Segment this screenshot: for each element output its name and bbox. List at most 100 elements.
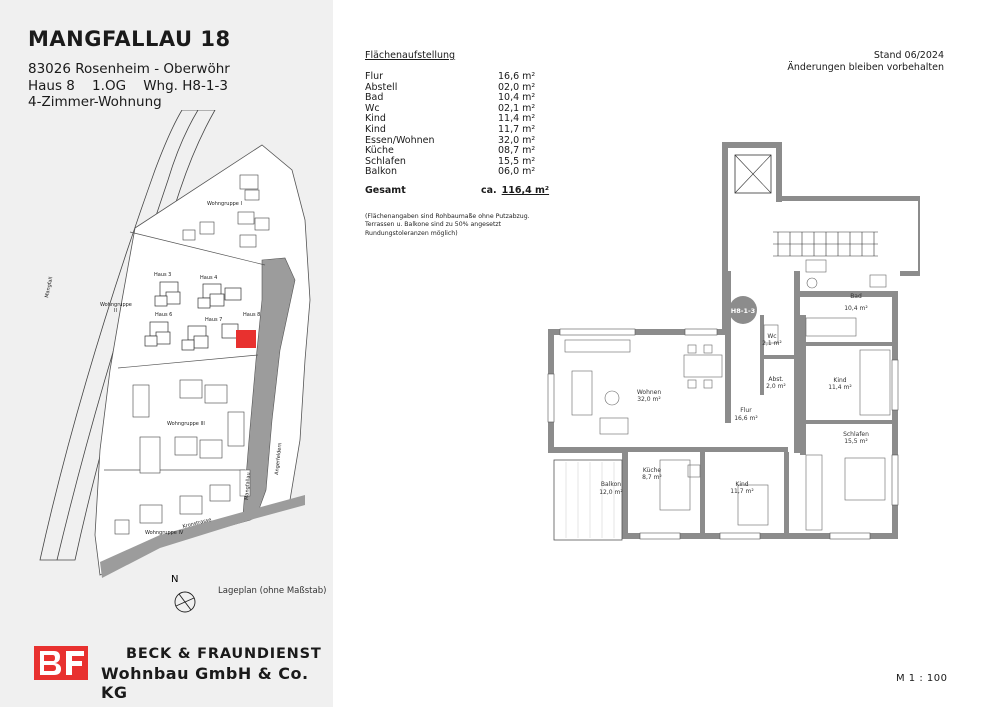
label-wg1: Wohngruppe I <box>207 201 242 207</box>
area-value: 08,7 m² <box>498 145 536 157</box>
total-value: 116,4 m² <box>501 184 550 196</box>
revision-date: Stand 06/2024 <box>873 50 944 61</box>
area-row: Küche 08,7 m² <box>365 146 560 157</box>
area-label: Balkon <box>365 166 397 178</box>
parking <box>239 469 251 497</box>
area-row: Kind 11,4 m² <box>365 114 560 125</box>
area-value: 11,4 m² <box>498 113 536 125</box>
label-mangfallau: Mangfallau <box>244 472 252 500</box>
label-haus3: Haus 3 <box>154 272 171 278</box>
company-legal-form: Wohnbau GmbH & Co. KG <box>101 664 309 702</box>
buildings-wg1 <box>182 174 270 248</box>
divider <box>117 354 259 369</box>
room-name-wohnen: Wohnen <box>637 389 662 396</box>
room-area-balkon: 12,0 m² <box>599 489 623 496</box>
area-value: 15,5 m² <box>498 155 536 167</box>
project-title: MANGFALLAU 18 <box>28 27 231 51</box>
area-row: Kind 11,7 m² <box>365 123 560 136</box>
unit-badge <box>729 296 757 324</box>
total-prefix: ca. <box>481 184 497 196</box>
area-note-line: Terrassen u. Balkone sind zu 50% angeset… <box>365 221 502 229</box>
revision-note: Änderungen bleiben vorbehalten <box>787 61 944 73</box>
left-panel: MANGFALLAU 18 83026 Rosenheim - Oberwöhr… <box>0 0 333 707</box>
area-label: Kind <box>365 123 386 135</box>
drawing-scale: M 1 : 100 <box>896 673 948 684</box>
area-value: 06,0 m² <box>498 166 536 178</box>
highlighted-house <box>236 330 256 348</box>
area-label: Bad <box>365 92 384 104</box>
project-address: 83026 Rosenheim - Oberwöhr <box>28 61 230 77</box>
room-name-kueche: Küche <box>643 467 662 474</box>
area-label: Kind <box>365 113 386 125</box>
area-row: Schlafen 15,5 m² <box>365 155 560 168</box>
label-angerfeldern: Angerfeldern <box>274 442 283 475</box>
room-area-wohnen: 32,0 m² <box>637 396 661 403</box>
project-unit: Haus 8 1.OG Whg. H8-1-3 <box>28 78 228 94</box>
room-area-kind-1: 11,4 m² <box>828 384 852 391</box>
area-label: Wc <box>365 102 380 114</box>
area-value: 32,0 m² <box>498 134 536 146</box>
buildings-wg3 <box>114 379 245 535</box>
unit-badge-label: H8-1-3 <box>731 307 755 315</box>
floor-plan: H8-1-3 Bad 10,4 m² Wc 2,1 m² Wohnen 32,0… <box>547 142 920 541</box>
total-label: Gesamt <box>365 184 406 196</box>
room-name-bad: Bad <box>850 293 862 300</box>
area-value: 16,6 m² <box>498 71 536 82</box>
area-table: Flächenaufstellung Flur 16,6 m² Abstell 02… <box>365 50 560 238</box>
room-name-abst: Abst. <box>768 376 783 383</box>
area-value: 02,0 m² <box>498 81 536 93</box>
area-row: Wc 02,1 m² <box>365 102 560 115</box>
label-haus6: Haus 6 <box>155 312 172 318</box>
room-name-kind-1: Kind <box>833 377 846 384</box>
label-haus4: Haus 4 <box>200 275 217 281</box>
area-row: Essen/Wohnen 32,0 m² <box>365 134 560 147</box>
divider <box>129 231 266 266</box>
area-label: Küche <box>365 145 394 157</box>
room-area-kueche: 8,7 m² <box>642 474 662 481</box>
area-label: Schlafen <box>365 155 406 167</box>
area-label: Flur <box>365 71 384 82</box>
windows <box>547 328 899 540</box>
room-name-kind-2: Kind <box>735 481 748 488</box>
room-area-flur: 16,6 m² <box>734 415 758 422</box>
room-area-wc: 2,1 m² <box>762 340 782 347</box>
area-row: Flur 16,6 m² <box>365 71 560 83</box>
road-bottom <box>100 495 305 578</box>
label-wg3: Wohngruppe III <box>167 421 205 427</box>
area-heading: Flächenaufstellung <box>365 50 456 61</box>
site-plan-caption: Lageplan (ohne Maßstab) <box>218 586 327 596</box>
area-row: Abstell 02,0 m² <box>365 81 560 94</box>
area-label: Abstell <box>365 81 398 93</box>
room-area-kind-2: 11,7 m² <box>730 488 754 495</box>
furniture <box>564 259 891 531</box>
road <box>242 257 296 516</box>
label-haus7: Haus 7 <box>205 317 222 323</box>
area-note: (Flächenangaben sind Rohbaumaße ohne Put… <box>365 213 560 238</box>
room-area-bad: 10,4 m² <box>844 305 868 312</box>
room-area-abst: 2,0 m² <box>766 383 786 390</box>
lift <box>734 154 772 194</box>
area-total-row: Gesamt ca. 116,4 m² <box>365 185 560 196</box>
balcony <box>553 459 623 541</box>
company-logo-icon <box>34 646 88 680</box>
room-name-wc: Wc <box>767 333 776 340</box>
room-name-schlafen: Schlafen <box>843 431 869 438</box>
stairs <box>773 231 878 257</box>
area-note-line: Rundungstoleranzen möglich) <box>365 229 458 237</box>
room-name-flur: Flur <box>740 407 752 414</box>
area-value: 02,1 m² <box>498 102 536 114</box>
project-type: 4-Zimmer-Wohnung <box>28 94 162 110</box>
company-name: BECK & FRAUNDIENST <box>126 646 322 662</box>
revision-info: Stand 06/2024 Änderungen bleiben vorbeha… <box>787 50 944 73</box>
room-area-schlafen: 15,5 m² <box>844 438 868 445</box>
area-note-line: (Flächenangaben sind Rohbaumaße ohne Put… <box>365 212 530 220</box>
area-label: Essen/Wohnen <box>365 134 435 146</box>
buildings-houses <box>144 281 242 351</box>
area-row: Balkon 06,0 m² <box>365 167 560 178</box>
area-value: 11,7 m² <box>498 123 536 135</box>
compass-icon <box>174 591 196 613</box>
